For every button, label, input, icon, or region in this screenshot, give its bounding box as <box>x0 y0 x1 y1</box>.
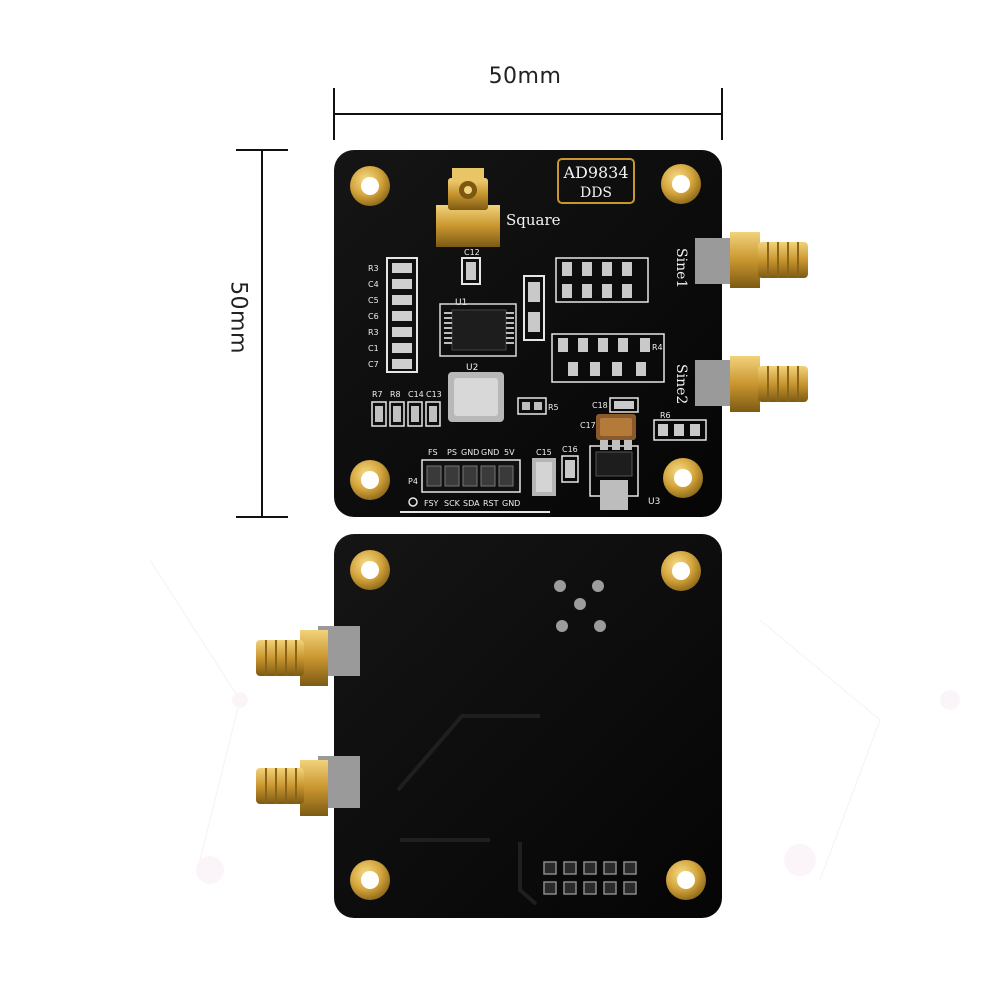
chip-label: U2 <box>466 363 478 373</box>
pcb-traces <box>396 714 540 906</box>
capacitor-small: C16 <box>561 445 579 483</box>
part-label: C14 <box>408 390 424 399</box>
u3-regulator: U3 <box>589 440 660 510</box>
part-label: C7 <box>368 360 379 369</box>
chip-logo: AD9834 DDS <box>557 158 635 204</box>
mounting-hole <box>350 550 390 590</box>
part-label: C13 <box>426 390 442 399</box>
part-label: R3 <box>368 328 379 337</box>
sine2-connector <box>695 356 808 412</box>
part-label: C18 <box>592 401 608 410</box>
mounting-hole <box>661 551 701 591</box>
pin-label: 5V <box>504 448 515 457</box>
part-label: C6 <box>368 312 379 321</box>
sine2-connector-back <box>256 756 360 816</box>
filter-components-lower: R4 <box>551 333 665 383</box>
mounting-hole <box>350 460 390 500</box>
pin-label: FS <box>428 448 438 457</box>
sine1-connector <box>695 232 808 288</box>
u1-chip: U1 <box>439 298 517 357</box>
electrolytic-capacitor: C15 <box>532 448 556 496</box>
header-pins-back <box>543 861 637 895</box>
square-label: Square <box>506 211 561 229</box>
part-label: R8 <box>390 390 401 399</box>
part-label: R5 <box>548 403 559 412</box>
mounting-hole <box>663 458 703 498</box>
pin-label: PS <box>447 448 457 457</box>
part-label: C4 <box>368 280 379 289</box>
back-board <box>256 534 722 918</box>
lower-left-parts: R7 R8 C14 C13 <box>371 390 442 427</box>
pin-label: SCK <box>444 499 461 508</box>
logo-line2: DDS <box>580 185 612 201</box>
front-board: AD9834 DDS Square Sin <box>334 150 808 517</box>
left-component-column: R3 C4 C5 C6 R3 C1 C7 <box>368 257 418 373</box>
tantalum-capacitor: C17 <box>580 414 636 440</box>
part-label: C15 <box>536 448 552 457</box>
u2-oscillator: U2 <box>448 363 504 422</box>
mounting-hole <box>661 164 701 204</box>
filter-components-upper <box>555 257 649 303</box>
resistor-group: R6 <box>653 411 707 441</box>
part-label: R6 <box>660 411 671 420</box>
mounting-hole <box>350 860 390 900</box>
part-label: C1 <box>368 344 379 353</box>
part-label: C16 <box>562 445 578 454</box>
capacitor-small: C18 <box>592 397 639 413</box>
mounting-hole <box>350 166 390 206</box>
header-label: P4 <box>408 477 418 486</box>
capacitor: C12 <box>461 248 481 285</box>
resistor-array <box>523 275 545 341</box>
chip-label: U1 <box>455 298 467 308</box>
pin-label: SDA <box>463 499 480 508</box>
mounting-hole <box>666 860 706 900</box>
logo-line1: AD9834 <box>562 163 628 182</box>
pin-label: GND <box>461 448 479 457</box>
part-label: R7 <box>372 390 383 399</box>
p4-pin-header: P4 FS PS GND GND 5V FSY SCK SDA RST GN <box>400 448 550 513</box>
resistor-group: R5 <box>517 397 559 415</box>
pin-label: GND <box>502 499 520 508</box>
width-dimension-label: 50mm <box>488 64 562 89</box>
sine2-label: Sine2 <box>673 364 689 404</box>
pin-label: RST <box>483 499 499 508</box>
pin-label: FSY <box>424 499 439 508</box>
part-label: R4 <box>652 343 663 352</box>
part-label: R3 <box>368 264 379 273</box>
height-dimension-line <box>236 149 288 518</box>
sine1-label: Sine1 <box>673 248 689 288</box>
square-output-connector <box>436 168 500 247</box>
chip-label: U3 <box>648 497 660 507</box>
part-label: C12 <box>464 248 480 257</box>
part-label: C17 <box>580 421 596 430</box>
part-label: C5 <box>368 296 379 305</box>
background-pattern <box>149 559 960 884</box>
width-dimension-line <box>333 88 723 140</box>
solder-joints <box>554 580 606 632</box>
pin-label: GND <box>481 448 499 457</box>
sine1-connector-back <box>256 626 360 686</box>
